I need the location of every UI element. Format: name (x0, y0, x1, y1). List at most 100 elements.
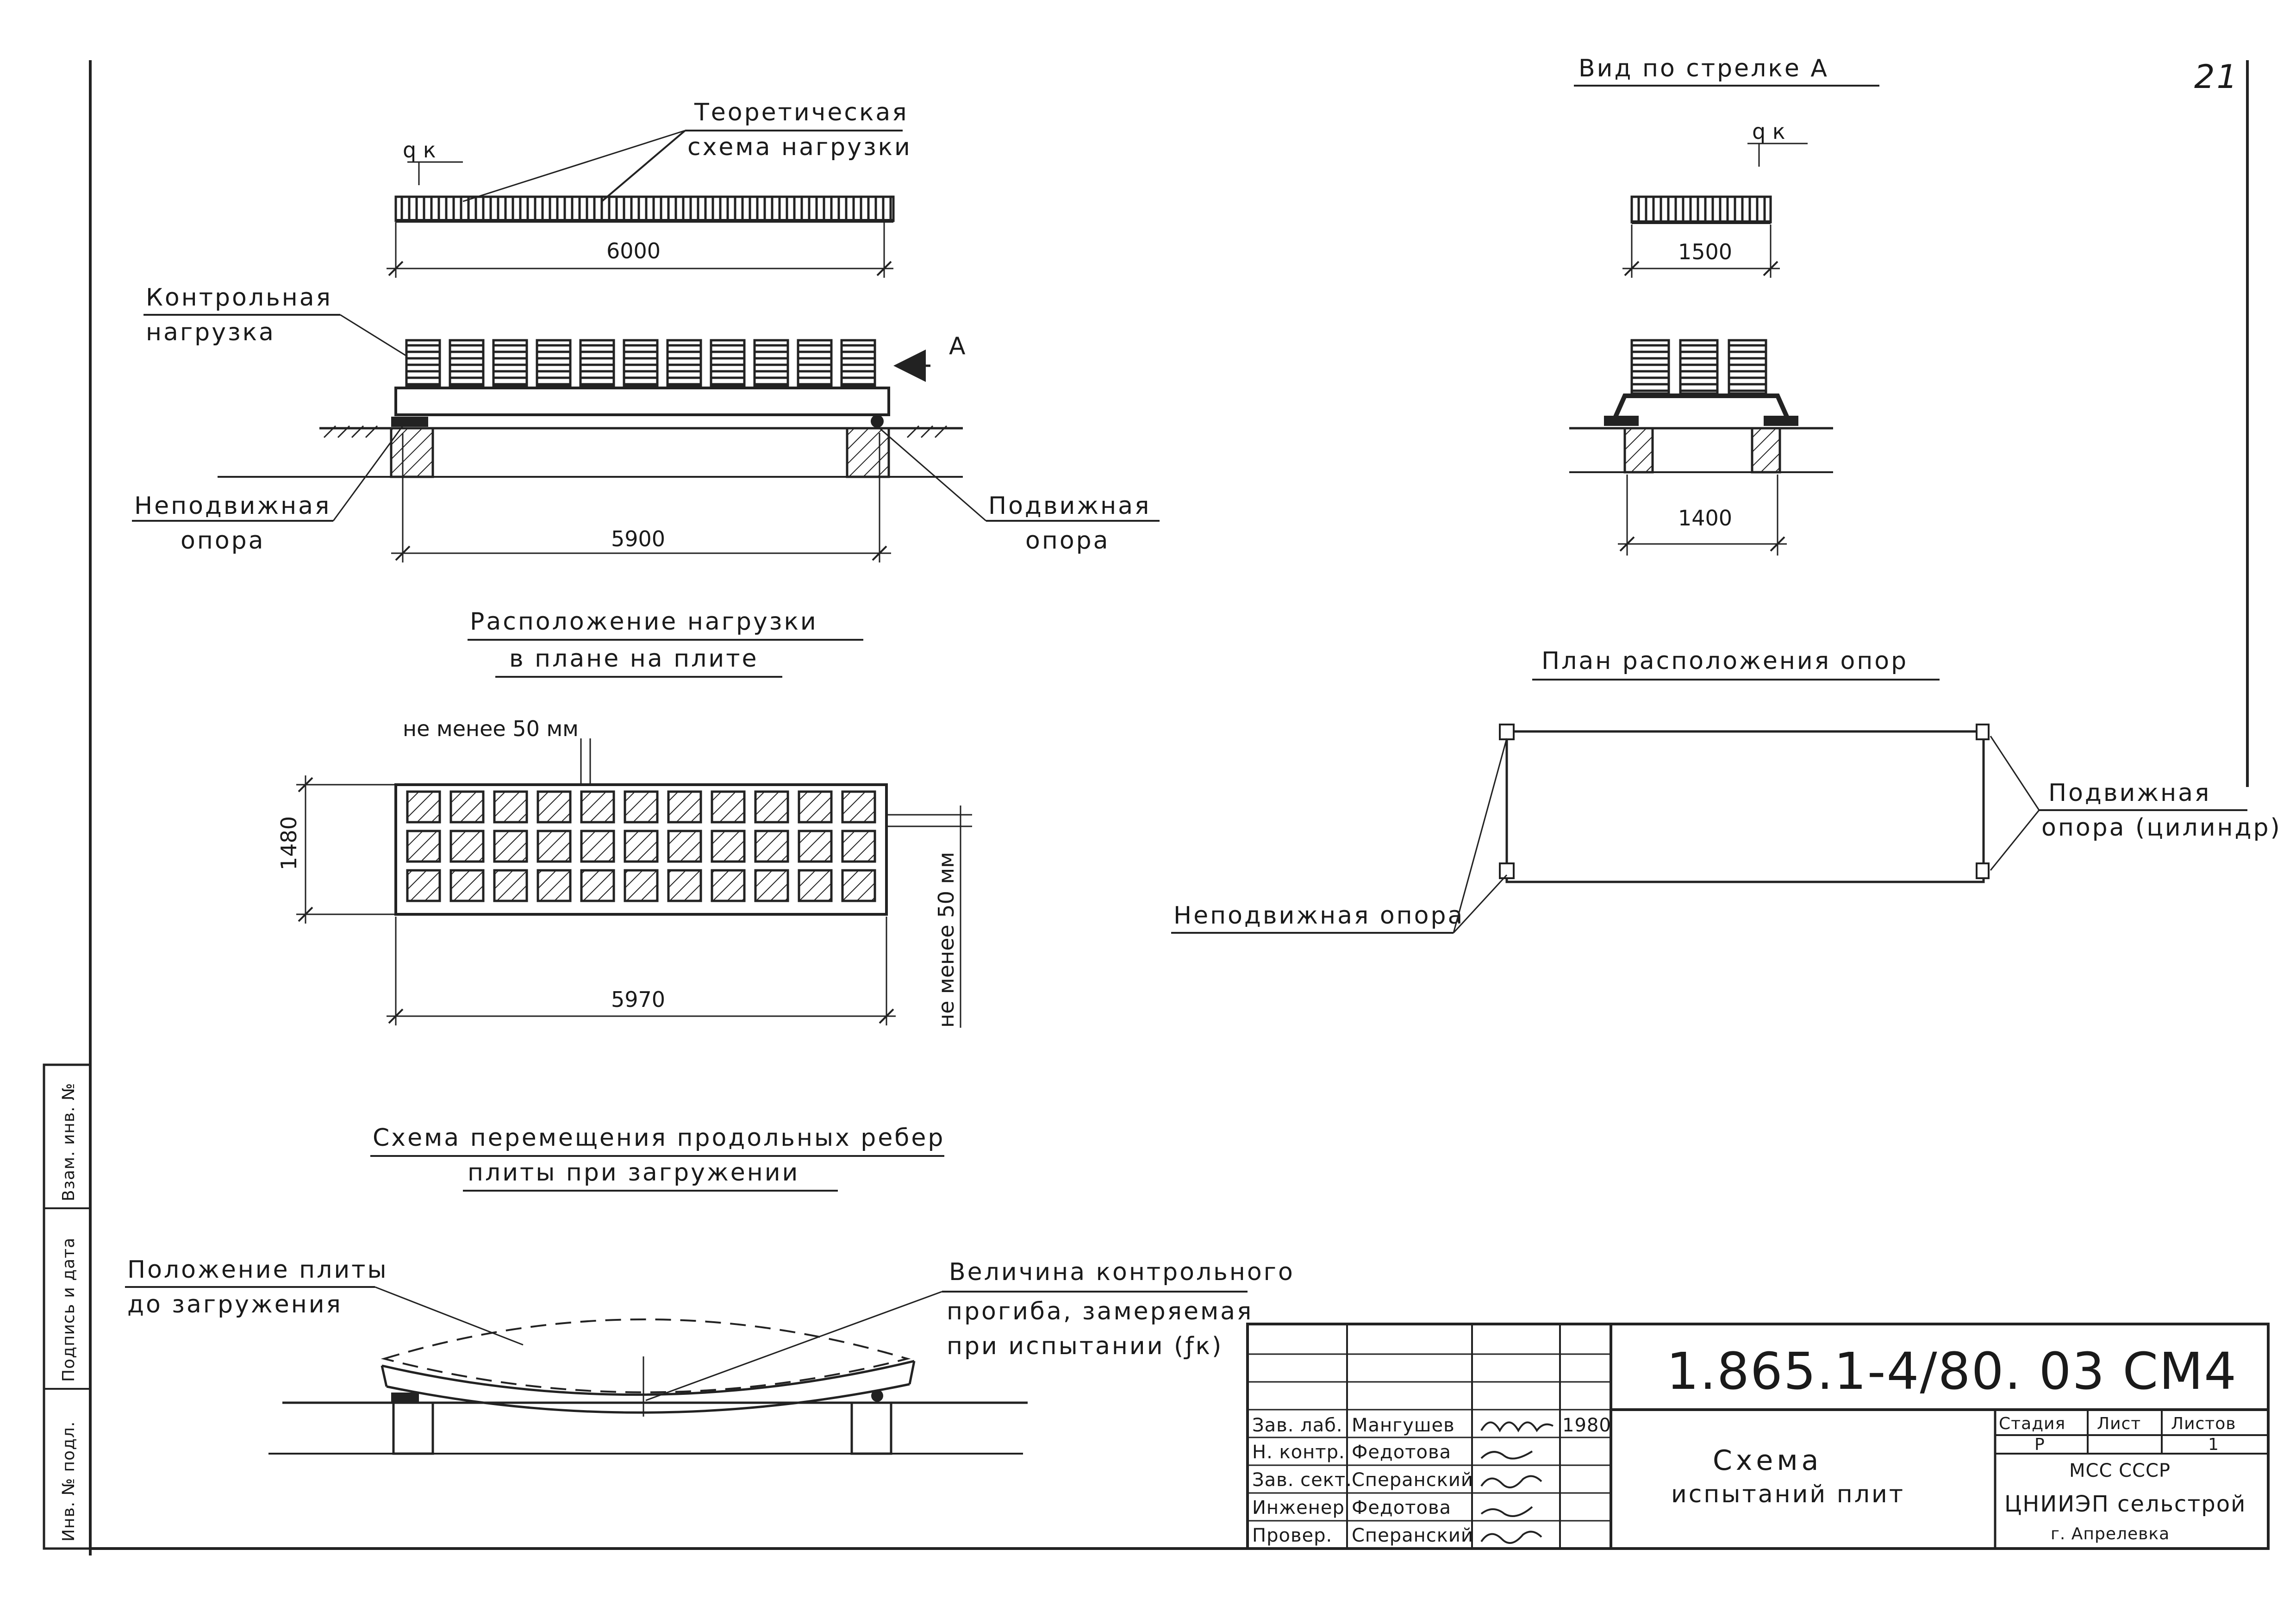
deflection-title-line2: плиты при загружении (468, 1159, 799, 1187)
load-cell (711, 790, 746, 824)
org-ministry: МСС СССР (2069, 1460, 2171, 1481)
load-cell (624, 830, 659, 863)
slab-support-outline (1505, 730, 1985, 883)
pier-right (846, 427, 890, 478)
load-scheme-title-line1: Теоретическая (694, 99, 909, 126)
drawing-title-line1: Схема (1713, 1444, 1822, 1477)
load-cell (537, 830, 572, 863)
sheets-value: 1 (2208, 1435, 2219, 1454)
load-cell (798, 790, 833, 824)
dim-5900: 5900 (611, 526, 665, 551)
load-plan: Расположение нагрузки в плане на плите н… (276, 608, 972, 1028)
side-view-title: Вид по стрелке А (1578, 55, 1829, 82)
dim-5970: 5970 (611, 987, 665, 1012)
elevation-view: Теоретическая схема нагрузки q к 6000 Ко… (132, 99, 1160, 562)
row-4-role: Провер. (1252, 1525, 1332, 1546)
row-0-role: Зав. лаб. (1252, 1415, 1343, 1436)
load-cell (667, 869, 702, 902)
load-cell (624, 790, 659, 824)
load-cell-grid (406, 790, 876, 902)
load-symbol: q к (403, 137, 436, 162)
weights (405, 339, 876, 388)
slab-before-loading (381, 1318, 911, 1393)
support-plan-movable-line1: Подвижная (2048, 779, 2211, 807)
dim-1480: 1480 (276, 816, 301, 870)
row-0-year: 1980 (1562, 1415, 1611, 1436)
control-load-label-line2: нагрузка (146, 319, 275, 346)
support-plan-movable-line2: опора (цилиндр) (2041, 814, 2282, 842)
stage-value: Р (2034, 1435, 2045, 1454)
load-cell (406, 830, 441, 863)
load-cell (493, 830, 528, 863)
page-number: 21 (2194, 58, 2239, 96)
distributed-load (394, 195, 895, 222)
sheets-label: Листов (2171, 1414, 2236, 1433)
load-cell (493, 790, 528, 824)
fixed-support-label-line2: опора (181, 527, 265, 555)
org-city: г. Апрелевка (2051, 1524, 2170, 1543)
support-plan-fixed: Неподвижная опора (1173, 902, 1464, 930)
load-plan-title-line1: Расположение нагрузки (470, 608, 818, 636)
load-cell (580, 869, 615, 902)
dim-1500: 1500 (1678, 239, 1732, 264)
movable-support-label-line1: Подвижная (988, 492, 1151, 520)
stage-label: Стадия (1999, 1414, 2065, 1433)
row-1-role: Н. контр. (1252, 1442, 1345, 1463)
load-cell (667, 830, 702, 863)
load-cell (406, 869, 441, 902)
row-1-name: Федотова (1352, 1442, 1451, 1463)
before-loading-line1: Положение плиты (127, 1256, 388, 1284)
min-gap-side: не менее 50 мм (934, 852, 959, 1028)
side-load-symbol: q к (1752, 119, 1785, 144)
row-2-role: Зав. сект. (1252, 1469, 1352, 1491)
drawing-code: 1.865.1-4/80. 03 СМ4 (1666, 1342, 2237, 1401)
deflection-scheme: Схема перемещения продольных ребер плиты… (125, 1124, 1295, 1455)
load-cell (841, 830, 876, 863)
load-cell (754, 790, 789, 824)
before-loading-line2: до загружения (127, 1291, 343, 1318)
side-slab-section (1613, 394, 1789, 418)
load-cell (711, 830, 746, 863)
support-plan-title: План расположения опор (1541, 647, 1908, 675)
load-cell (537, 869, 572, 902)
stamp-replace-inv: Взам. инв. № (59, 1083, 78, 1201)
load-cell (580, 790, 615, 824)
load-cell (624, 869, 659, 902)
load-cell (798, 830, 833, 863)
slab-deflected-bottom (386, 1383, 910, 1414)
title-block: 1.865.1-4/80. 03 СМ4 Зав. лаб. Мангушев … (1246, 1323, 2270, 1550)
stamp-inv-original: Инв. № подл. (59, 1421, 78, 1542)
load-cell (754, 830, 789, 863)
load-cell (711, 869, 746, 902)
row-3-name: Федотова (1352, 1497, 1451, 1518)
load-cell (798, 869, 833, 902)
arrow-a-label: А (949, 332, 967, 360)
side-distributed-load (1630, 195, 1772, 224)
movable-support-label-line2: опора (1025, 527, 1110, 555)
fixed-support-label-line1: Неподвижная (134, 492, 331, 520)
load-cell (493, 869, 528, 902)
row-2-name: Сперанский (1352, 1469, 1473, 1491)
load-cell (580, 830, 615, 863)
org-name: ЦНИИЭП сельстрой (2004, 1491, 2246, 1517)
row-3-role: Инженер (1252, 1497, 1345, 1518)
load-cell (754, 869, 789, 902)
load-plan-title-line2: в плане на плите (509, 645, 759, 673)
stamp-signature-date: Подпись и дата (59, 1237, 78, 1382)
control-deflection-line3: при испытании (ƒк) (947, 1332, 1223, 1360)
row-0-name: Мангушев (1352, 1415, 1455, 1436)
sheet-label: Лист (2097, 1414, 2141, 1433)
pier-left (390, 427, 434, 478)
dim-1400: 1400 (1678, 506, 1732, 531)
load-cell (841, 869, 876, 902)
load-cell (667, 790, 702, 824)
control-deflection-line1: Величина контрольного (949, 1258, 1295, 1286)
slab-deflected-top (381, 1360, 915, 1396)
control-deflection-line2: прогиба, замеряемая (947, 1298, 1253, 1325)
min-gap-top: не менее 50 мм (403, 716, 579, 741)
support-plan: План расположения опор Подвижная опора (… (1171, 647, 2282, 934)
control-load-label-line1: Контрольная (146, 284, 332, 312)
signatures (1480, 1421, 1554, 1544)
side-stamp: Инв. № подл. Подпись и дата Взам. инв. № (43, 1063, 92, 1550)
